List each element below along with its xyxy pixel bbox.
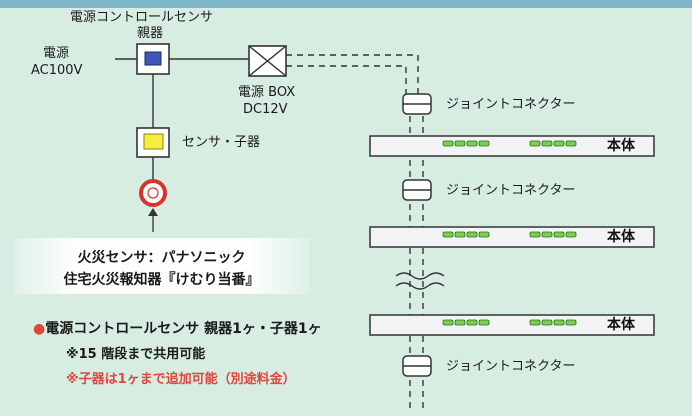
controller-sub-label: 親器 — [137, 26, 164, 41]
body-label-1: 本体 — [607, 138, 635, 154]
dashed-line-outer — [286, 54, 419, 95]
joint-connector-label-3: ジョイントコネクター — [446, 359, 576, 374]
bullet-icon: ● — [33, 321, 46, 337]
fire-sensor-line-1: 火災センサ：パナソニック — [77, 250, 246, 266]
sensor-child-indicator — [143, 133, 164, 150]
joint-connector-label-1: ジョイントコネクター — [446, 97, 576, 112]
fire-sensor-caption-box: 火災センサ：パナソニック 住宅火災報知器『けむり当番』 — [14, 238, 309, 294]
dashed-line-inner — [286, 65, 407, 95]
body-units — [369, 135, 655, 336]
power-label: 電源 — [43, 46, 70, 61]
fire-alarm-center — [147, 187, 159, 199]
body-unit-2 — [369, 226, 655, 248]
note-additional-child: ※子器は1ヶまで追加可能（別途料金） — [66, 372, 296, 387]
break-symbol — [395, 272, 445, 290]
power-box-label: 電源 BOX — [238, 85, 296, 100]
power-box-voltage-label: DC12V — [243, 102, 288, 117]
fire-sensor-line-2: 住宅火災報知器『けむり当番』 — [63, 272, 260, 288]
note-shared-floors: ※15 階段まで共用可能 — [66, 347, 206, 362]
led-groups — [442, 140, 577, 326]
body-label-2: 本体 — [607, 229, 635, 245]
arrow-head — [148, 208, 158, 216]
body-unit-3 — [369, 314, 655, 336]
body-unit-1 — [369, 135, 655, 157]
controller-indicator — [144, 51, 162, 66]
sensor-child-label: センサ・子器 — [182, 135, 261, 150]
top-band — [0, 0, 692, 8]
controller-title: 電源コントロールセンサ — [70, 10, 214, 25]
joint-connectors — [402, 93, 432, 377]
notes-main: ●電源コントロールセンサ 親器1ヶ・子器1ヶ — [33, 322, 322, 336]
joint-connector-label-2: ジョイントコネクター — [446, 183, 576, 198]
power-box-cross-b — [248, 45, 287, 77]
power-voltage-label: AC100V — [31, 63, 83, 78]
body-label-3: 本体 — [607, 317, 635, 333]
notes-main-text: 電源コントロールセンサ 親器1ヶ・子器1ヶ — [45, 321, 322, 337]
